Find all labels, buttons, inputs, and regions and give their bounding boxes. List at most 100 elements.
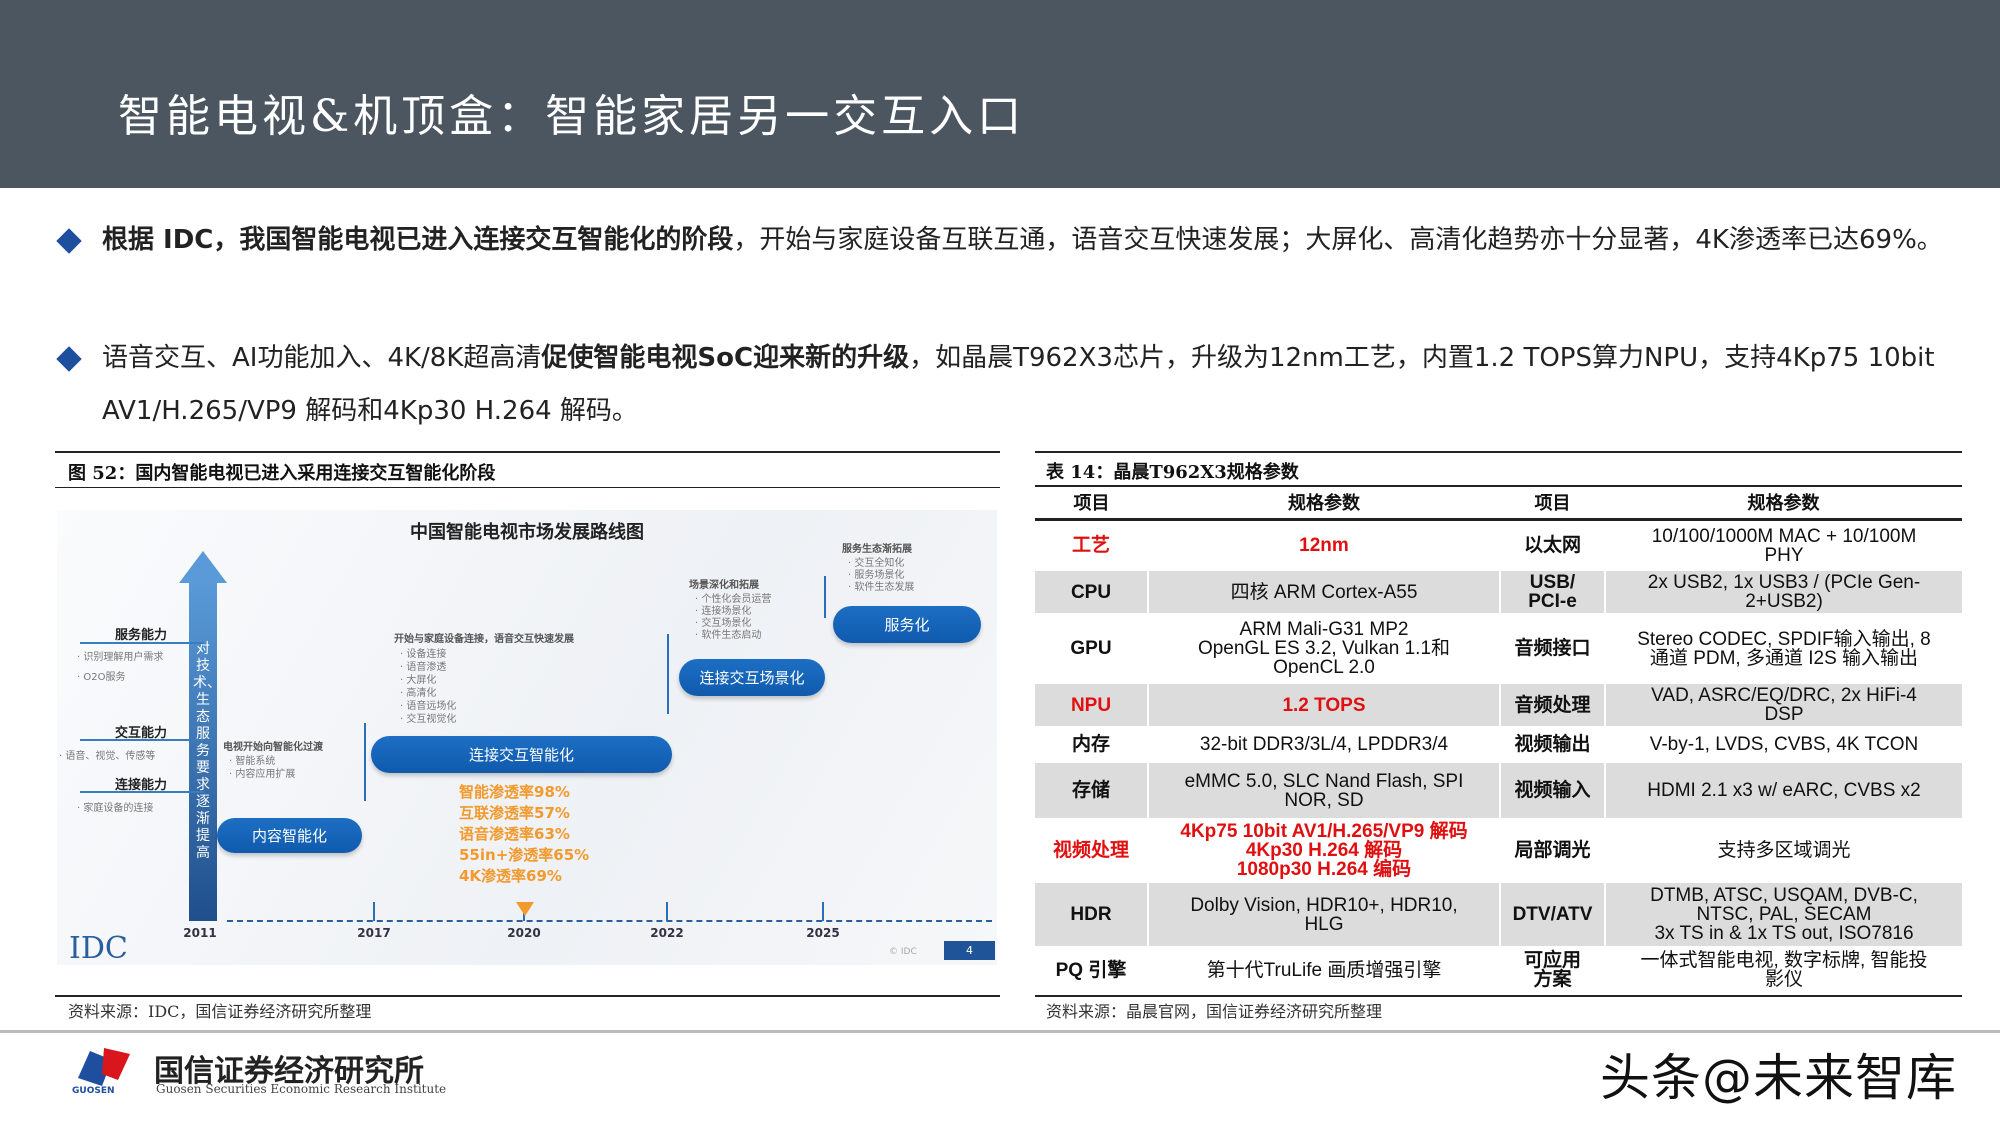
spec-item: 存储: [1035, 763, 1149, 818]
bullet-2-text: ，如晶晨T962X3芯片，升级为12nm工艺，内置1.2 TOPS算力NPU，支…: [102, 343, 1935, 426]
spec-item: 以太网: [1500, 519, 1606, 571]
bullet-2-bold: 促使智能电视SoC迎来新的升级: [541, 343, 910, 373]
spec-item: 局部调光: [1500, 818, 1606, 883]
spec-item: 视频处理: [1035, 818, 1149, 883]
note-item: · 服务场景化: [848, 570, 905, 581]
col-header: 规格参数: [1148, 487, 1500, 521]
note-item: · 大屏化: [400, 675, 437, 686]
col-header: 项目: [1035, 487, 1148, 521]
year-label: 2025: [806, 926, 840, 940]
divider: [1035, 485, 1962, 487]
spec-item: 音频接口: [1500, 613, 1606, 684]
timeline-axis: [227, 920, 992, 922]
watermark: 头条@未来智库: [1600, 1049, 1957, 1107]
marker-triangle-icon: [516, 902, 534, 916]
spec-item: 视频输入: [1500, 763, 1606, 818]
note-item: · 语音渗透: [400, 662, 447, 673]
figure-title: 中国智能电视市场发展路线图: [410, 522, 644, 543]
year-label: 2011: [183, 926, 217, 940]
spec-value: 四核 ARM Cortex-A55: [1148, 571, 1501, 613]
spec-item: 工艺: [1035, 519, 1149, 571]
note-item: · 软件生态发展: [848, 582, 915, 593]
roadmap-figure: 中国智能电视市场发展路线图 对技术、生态服务要求逐渐提高 2011 2017 2…: [57, 510, 997, 965]
spec-value: Stereo CODEC, SPDIF输入输出, 8 通道 PDM, 多通道 I…: [1637, 628, 1931, 669]
divider: [1035, 451, 1962, 453]
capability-item: · 识别理解用户需求: [77, 652, 164, 663]
divider: [55, 995, 1000, 997]
copyright: © IDC: [889, 947, 917, 957]
year-label: 2017: [357, 926, 391, 940]
bullet-1-bold: 根据 IDC，我国智能电视已进入连接交互智能化的阶段: [102, 225, 734, 255]
table-header-row: 项目 规格参数 项目 规格参数: [1035, 487, 1962, 521]
note-item: · 交互视觉化: [400, 714, 457, 725]
figure-caption: 图 52：国内智能电视已进入采用连接交互智能化阶段: [68, 463, 496, 484]
capability-label: 服务能力: [115, 628, 168, 643]
bullet-diamond-icon: [56, 228, 82, 254]
spec-value: ARM Mali-G31 MP2 OpenGL ES 3.2, Vulkan 1…: [1148, 613, 1501, 684]
note-item: · 个性化会员运营: [695, 594, 772, 605]
header-bar: 智能电视&机顶盒：智能家居另一交互入口: [0, 0, 2000, 188]
capability-item: · O2O服务: [77, 672, 126, 683]
page-number: 4: [944, 941, 995, 960]
spec-value: 4Kp75 10bit AV1/H.265/VP9 解码 4Kp30 H.264…: [1148, 818, 1501, 883]
stat: 4K渗透率69%: [459, 867, 562, 885]
spec-value: 10/100/1000M MAC + 10/100M PHY: [1651, 525, 1917, 566]
capability-label: 连接能力: [115, 778, 168, 793]
spec-item: PQ 引擎: [1035, 946, 1149, 994]
org-name-cn: 国信证券经济研究所: [154, 1054, 424, 1089]
spec-item: USB/ PCI-e: [1500, 571, 1606, 613]
bullet-2-pre: 语音交互、AI功能加入、4K/8K超高清: [102, 343, 542, 373]
note-item: · 设备连接: [400, 649, 447, 660]
note-item: · 连接场景化: [695, 606, 752, 617]
col-header: 项目: [1500, 487, 1605, 521]
divider: [55, 487, 1000, 488]
table-row: PQ 引擎第十代TruLife 画质增强引擎可应用 方案一体式智能电视, 数字标…: [1035, 946, 1962, 994]
note-item: · 软件生态启动: [695, 630, 762, 641]
note-item: · 交互全知化: [848, 558, 905, 569]
note-item: · 语音远场化: [400, 701, 457, 712]
spec-value: 12nm: [1148, 519, 1501, 571]
spec-item: 可应用 方案: [1500, 946, 1606, 994]
stat: 互联渗透率57%: [459, 804, 570, 822]
stat: 55in+渗透率65%: [459, 846, 590, 864]
page-title: 智能电视&机顶盒：智能家居另一交互入口: [118, 91, 1026, 142]
spec-value: DTMB, ATSC, USQAM, DVB-C, NTSC, PAL, SEC…: [1605, 883, 1962, 946]
spec-value: Dolby Vision, HDR10+, HDR10, HLG: [1148, 883, 1501, 946]
bullet-1-text: ，开始与家庭设备互联互通，语音交互快速发展；大屏化、高清化趋势亦十分显著，4K渗…: [733, 225, 1943, 255]
figure-source: 资料来源：IDC，国信证券经济研究所整理: [68, 1002, 372, 1021]
spec-item: 视频输出: [1500, 726, 1606, 763]
table-source: 资料来源：晶晨官网，国信证券经济研究所整理: [1046, 1002, 1383, 1021]
spec-item: 音频处理: [1500, 684, 1606, 726]
spec-value: 第十代TruLife 画质增强引擎: [1148, 946, 1501, 994]
spec-value: V-by-1, LVDS, CVBS, 4K TCON: [1649, 734, 1919, 755]
table-caption: 表 14：晶晨T962X3规格参数: [1046, 462, 1299, 483]
year-label: 2022: [650, 926, 684, 940]
bullet-1: 根据 IDC，我国智能电视已进入连接交互智能化的阶段，开始与家庭设备互联互通，语…: [102, 214, 1952, 267]
divider: [55, 451, 1000, 453]
capability-item: · 语音、视觉、传感等: [59, 751, 156, 762]
year-label: 2020: [507, 926, 541, 940]
stage-pill: 连接交互智能化: [371, 736, 672, 773]
spec-item: 内存: [1035, 726, 1149, 763]
capability-item: · 家庭设备的连接: [77, 803, 154, 814]
note-item: · 智能系统: [229, 756, 276, 767]
stage-pill: 连接交互场景化: [679, 659, 825, 696]
divider: [1035, 995, 1962, 997]
note-item: · 高清化: [400, 688, 437, 699]
spec-value: 一体式智能电视, 数字标牌, 智能投 影仪: [1640, 950, 1928, 990]
stat: 智能渗透率98%: [459, 783, 570, 801]
capability-label: 交互能力: [115, 726, 168, 741]
spec-value: 2x USB2, 1x USB3 / (PCIe Gen- 2+USB2): [1605, 571, 1962, 613]
spec-value: eMMC 5.0, SLC Nand Flash, SPI NOR, SD: [1148, 763, 1501, 818]
guosen-logo-icon: [78, 1048, 130, 1086]
stage-pill: 内容智能化: [217, 818, 362, 853]
spec-item: DTV/ATV: [1500, 883, 1606, 946]
